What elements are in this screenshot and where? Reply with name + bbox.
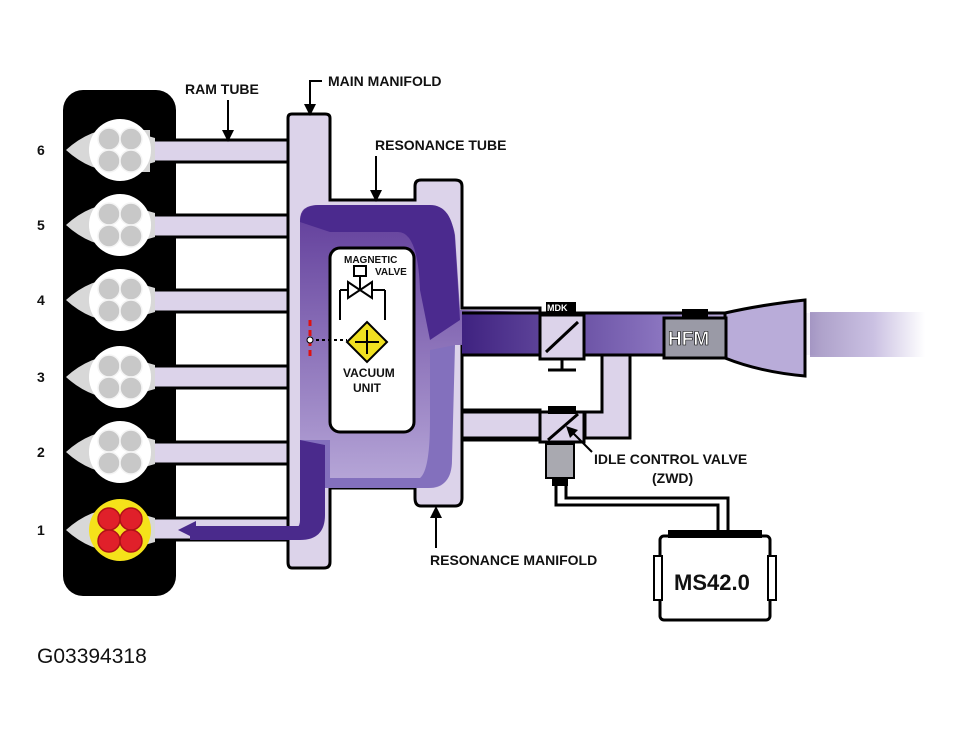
cylinder-5 — [66, 194, 155, 256]
cylinder-3 — [66, 346, 155, 408]
cylinder-label-6: 6 — [37, 142, 45, 158]
cylinder-4 — [66, 269, 155, 331]
hfm-meter — [662, 316, 728, 360]
cylinder-label-1: 1 — [37, 522, 45, 538]
label-resonance-tube: RESONANCE TUBE — [375, 137, 506, 153]
cylinder-label-3: 3 — [37, 369, 45, 385]
cylinder-label-2: 2 — [37, 444, 45, 460]
figure-code: G03394318 — [37, 645, 147, 668]
label-main-manifold: MAIN MANIFOLD — [328, 73, 442, 89]
label-magnetic: MAGNETIC — [344, 255, 397, 266]
cylinder-6 — [66, 119, 155, 181]
flow-arrow-cylinder-1 — [178, 521, 196, 539]
label-unit: UNIT — [353, 381, 382, 395]
label-ecu: MS42.0 — [674, 570, 750, 595]
label-zwd: (ZWD) — [652, 470, 693, 486]
label-mdk: MDK — [547, 303, 568, 313]
magnetic-valve — [339, 265, 386, 320]
cylinder-label-4: 4 — [37, 292, 45, 308]
idle-bypass-pipe — [460, 410, 547, 440]
cylinder-label-5: 5 — [37, 217, 45, 233]
label-resonance-manifold: RESONANCE MANIFOLD — [430, 552, 597, 568]
air-intake-horn — [723, 298, 807, 378]
label-idle-control-valve: IDLE CONTROL VALVE — [594, 451, 747, 467]
cylinder-2 — [66, 421, 155, 483]
label-valve: VALVE — [375, 267, 407, 278]
label-ram-tube: RAM TUBE — [185, 81, 259, 97]
label-hfm: HFM — [668, 329, 709, 350]
cylinder-1 — [66, 499, 155, 561]
label-vacuum: VACUUM — [343, 366, 395, 380]
